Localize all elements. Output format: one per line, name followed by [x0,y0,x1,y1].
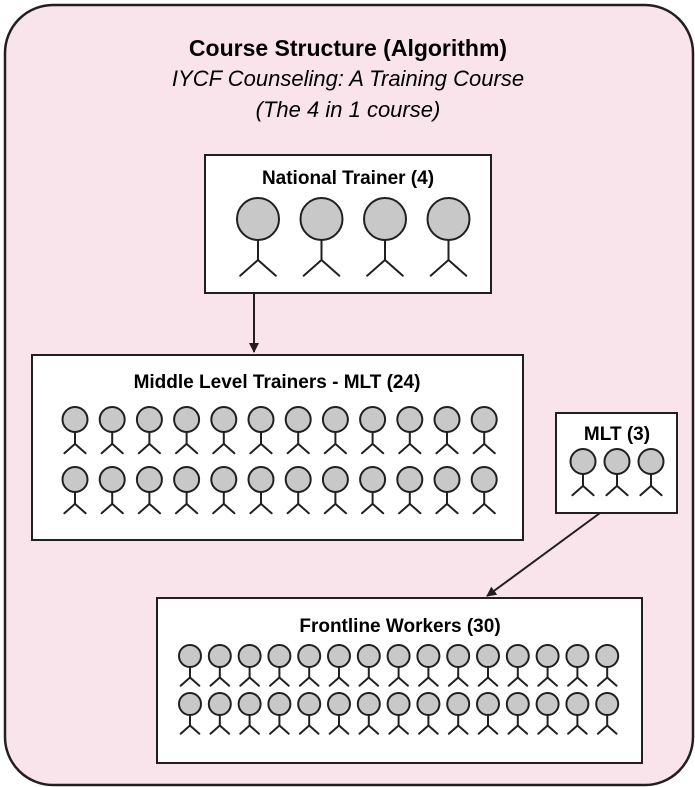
diagram-subtitle-line2: (The 4 in 1 course) [256,97,441,122]
frontline-workers-person-icon [416,692,441,735]
diagram-title: Course Structure (Algorithm) [189,35,507,61]
frontline-workers-person-icon [386,692,411,735]
middle-level-trainers-person-icon [98,466,126,515]
middle-level-trainers-label: Middle Level Trainers - MLT (24) [134,372,421,393]
frontline-workers-person-icon [178,692,202,735]
middle-level-trainers-person-icon [396,466,424,515]
frontline-workers-person-icon [267,692,292,735]
frontline-workers-person-icon [178,644,202,687]
national-trainer-person-icon [363,197,407,277]
middle-level-trainers-person-icon [61,406,89,455]
mlt-small-label: MLT (3) [584,424,650,445]
frontline-workers-person-icon [237,692,262,735]
frontline-workers-label: Frontline Workers (30) [299,616,500,637]
middle-level-trainers-person-icon [470,466,498,515]
frontline-workers-person-icon [476,644,500,687]
frontline-workers-person-icon [327,644,351,687]
frontline-workers-person-icon [267,644,292,687]
middle-level-trainers-person-icon [173,466,201,515]
national-trainer-label: National Trainer (4) [262,168,434,189]
mlt-small-box: MLT (3) [555,412,678,514]
middle-level-trainers-person-icon [135,466,163,515]
middle-level-trainers-person-icon [284,406,312,455]
middle-level-trainers-person-icon [135,406,163,455]
mlt-small-person-icon [637,448,665,497]
middle-level-trainers-person-icon [470,406,498,455]
diagram-subtitle-line1: IYCF Counseling: A Training Course [172,66,524,91]
frontline-workers-person-icon [356,644,381,687]
mlt-small-person-icon [603,448,631,497]
frontline-workers-person-icon [565,644,590,687]
frontline-workers-person-icon [446,692,471,735]
middle-level-trainers-person-icon [247,406,275,455]
frontline-workers-person-icon [505,644,530,687]
frontline-workers-figures [178,644,620,735]
national-trainer-box: National Trainer (4) [204,154,492,294]
frontline-workers-person-icon [535,692,560,735]
frontline-workers-person-icon [297,644,322,687]
middle-level-trainers-figures [61,406,498,515]
frontline-workers-person-icon [207,644,232,687]
middle-level-trainers-person-icon [359,466,387,515]
middle-level-trainers-person-icon [359,406,387,455]
middle-level-trainers-person-icon [433,466,461,515]
middle-level-trainers-person-icon [247,466,275,515]
national-trainer-figures [236,197,471,277]
frontline-workers-person-icon [535,644,560,687]
middle-level-trainers-person-icon [173,406,201,455]
frontline-workers-person-icon [416,644,441,687]
middle-level-trainers-person-icon [210,466,238,515]
middle-level-trainers-person-icon [321,406,349,455]
middle-level-trainers-person-icon [433,406,461,455]
mlt-small-figures [569,448,665,497]
mlt-small-person-icon [569,448,597,497]
frontline-workers-person-icon [386,644,411,687]
middle-level-trainers-box: Middle Level Trainers - MLT (24) [31,354,524,541]
frontline-workers-person-icon [297,692,322,735]
middle-level-trainers-person-icon [210,406,238,455]
frontline-workers-person-icon [446,644,471,687]
middle-level-trainers-person-icon [321,466,349,515]
middle-level-trainers-person-icon [98,406,126,455]
national-trainer-person-icon [236,197,280,277]
frontline-workers-person-icon [237,644,262,687]
frontline-workers-person-icon [476,692,500,735]
national-trainer-person-icon [426,197,471,277]
frontline-workers-person-icon [505,692,530,735]
middle-level-trainers-person-icon [284,466,312,515]
frontline-workers-person-icon [327,692,351,735]
frontline-workers-person-icon [595,644,620,687]
national-trainer-person-icon [299,197,344,277]
frontline-workers-person-icon [207,692,232,735]
frontline-workers-person-icon [565,692,590,735]
flow-arrow-mlt3-to-frontline [486,512,601,597]
middle-level-trainers-person-icon [61,466,89,515]
frontline-workers-box: Frontline Workers (30) [156,597,643,764]
frontline-workers-person-icon [595,692,620,735]
middle-level-trainers-person-icon [396,406,424,455]
frontline-workers-person-icon [356,692,381,735]
